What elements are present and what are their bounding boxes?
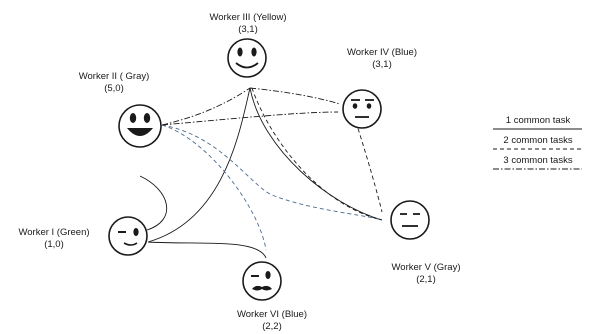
worker-4-name: Worker IV (Blue) (346, 47, 418, 58)
worker-1-wink-face-icon (108, 216, 148, 256)
link-worker3-worker5 (249, 87, 383, 221)
worker-6-coords: (2,2) (262, 321, 282, 332)
worker-2-label: Worker II ( Gray) (5,0) (66, 71, 162, 95)
worker-5-label: Worker V (Gray) (2,1) (378, 262, 474, 286)
legend-label-1: 1 common task (505, 115, 571, 126)
worker-6-label: Worker VI (Blue) (2,2) (224, 309, 320, 333)
worker-4-stern-face-icon (342, 89, 382, 129)
link-worker1-worker2 (139, 175, 168, 231)
worker-2-coords: (5,0) (104, 83, 124, 94)
worker-3-name: Worker III (Yellow) (209, 12, 287, 23)
worker-1-label: Worker I (Green) (1,0) (6, 227, 102, 251)
worker-4-label: Worker IV (Blue) (3,1) (334, 47, 430, 71)
legend-label-2: 2 common tasks (503, 135, 573, 146)
worker-5-neutral-face-icon (390, 200, 430, 240)
worker-3-coords: (3,1) (238, 24, 258, 35)
link-worker2-worker3 (161, 87, 251, 126)
worker-3-label: Worker III (Yellow) (3,1) (200, 12, 296, 36)
link-worker1-worker6 (147, 241, 267, 259)
worker-6-mustache-face-icon (242, 261, 282, 301)
link-worker2-worker6 (161, 124, 267, 251)
link-worker3-worker5-dashed (251, 87, 383, 221)
worker-2-grin-face-icon (118, 104, 162, 148)
link-worker3-worker4 (249, 87, 341, 105)
link-worker2-worker4 (161, 111, 339, 126)
worker-3-smile-face-icon (227, 38, 267, 78)
worker-1-coords: (1,0) (44, 239, 64, 250)
legend (493, 128, 582, 170)
worker-1-name: Worker I (Green) (18, 227, 90, 238)
worker-5-name: Worker V (Gray) (391, 262, 461, 273)
worker-5-coords: (2,1) (416, 274, 436, 285)
worker-2-name: Worker II ( Gray) (78, 71, 150, 82)
worker-6-name: Worker VI (Blue) (236, 309, 308, 320)
legend-label-3: 3 common tasks (503, 155, 573, 166)
link-worker1-worker3 (147, 87, 251, 243)
link-worker4-worker5 (355, 121, 383, 213)
worker-4-coords: (3,1) (372, 59, 392, 70)
